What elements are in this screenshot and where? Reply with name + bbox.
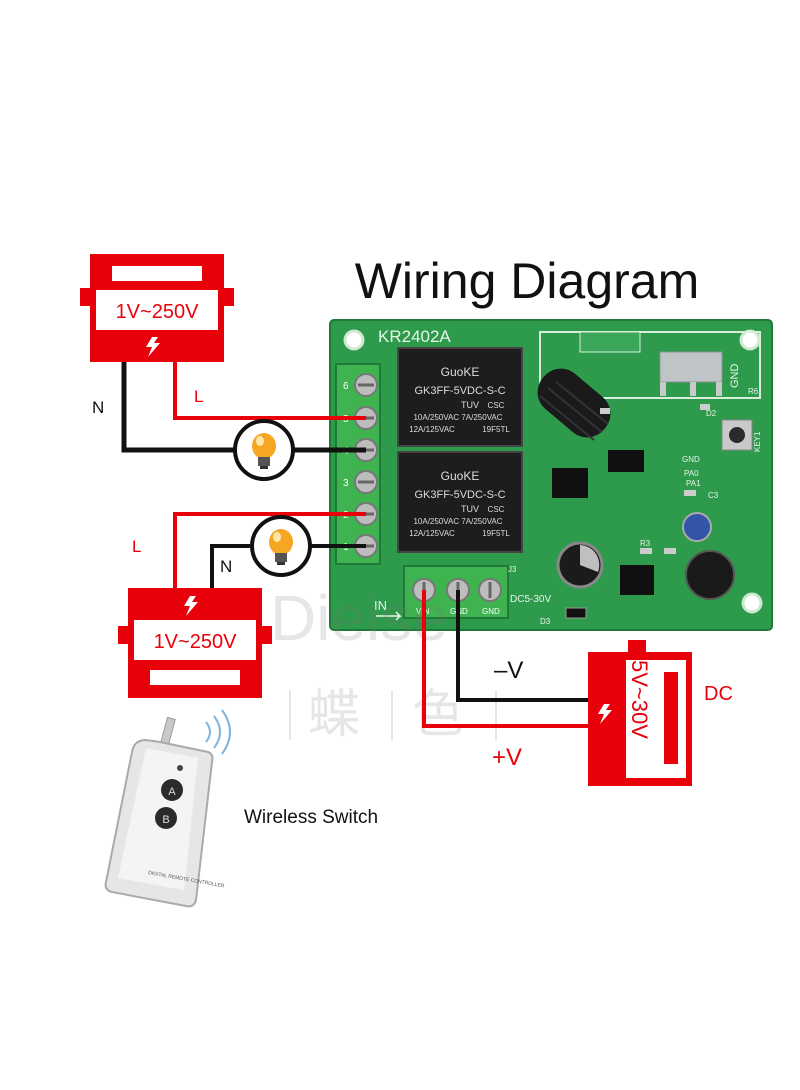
remote-control: A B DIGITAL REMOTE CONTROLLER [104, 709, 231, 908]
relay-mark: TUV [461, 504, 479, 514]
relay-mark2: CSC [488, 401, 505, 410]
wire-l-bottom [173, 512, 366, 590]
rf-module-outline [539, 331, 761, 399]
ac-voltage-top: 1V~250V [116, 301, 200, 323]
silk-label: PA1 [686, 479, 701, 488]
lightning-icon [146, 337, 160, 357]
bulb-bottom-icon [250, 515, 312, 577]
wire-label-l-bottom: L [132, 537, 141, 556]
relay-model: GK3FF-5VDC-S-C [414, 385, 505, 397]
mounting-hole [343, 329, 365, 351]
ic-chip [552, 468, 588, 498]
silk-label: R6 [748, 387, 759, 396]
wire-plus-v [422, 590, 592, 728]
relay-rating-2: 12A/125VAC [409, 425, 455, 434]
crystal-oscillator [659, 351, 723, 383]
watermark: Dieise 蝶 色 [270, 582, 497, 744]
capacitor-small [682, 512, 712, 542]
silk-label: R3 [640, 539, 651, 548]
silk-label: PA0 [684, 469, 699, 478]
ic-chip [620, 565, 654, 595]
relay-rating-2: 12A/125VAC [409, 529, 455, 538]
watermark-char: 蝶 [308, 686, 360, 744]
relay-2: GuoKE GK3FF-5VDC-S-C TUV CSC 10A/250VAC … [397, 451, 523, 553]
relay-model: GK3FF-5VDC-S-C [414, 489, 505, 501]
in-silk-label: IN [374, 598, 387, 613]
relay-mark2: CSC [488, 505, 505, 514]
relay-1: GuoKE GK3FF-5VDC-S-C TUV CSC 10A/250VAC … [397, 347, 523, 447]
ac-source-bottom: 1V~250V [118, 588, 272, 698]
power-silk-label: DC5-30V [510, 594, 551, 605]
terminal-screw-6 [354, 373, 378, 397]
relay-code: 19F5TL [482, 425, 510, 434]
ac-source-top: 1V~250V [80, 254, 234, 362]
watermark-text: Dieise [270, 582, 448, 654]
wire-l-top [173, 360, 366, 420]
mounting-hole [739, 329, 761, 351]
ac-voltage-bottom: 1V~250V [154, 631, 238, 653]
dc-label: DC [704, 683, 733, 705]
silk-label: GND [682, 455, 700, 464]
pin-label-gnd: GND [482, 607, 500, 616]
remote-button-a-label: A [168, 786, 176, 798]
lightning-icon [184, 596, 198, 616]
silk-label: C3 [708, 491, 719, 500]
dc-source: 5V~30V DC [588, 640, 733, 786]
watermark-char: 色 [412, 686, 464, 744]
wire-label-l-top: L [194, 387, 203, 406]
bulb-top-icon [233, 419, 295, 481]
terminal-screw-3 [354, 470, 378, 494]
terminal-number: 6 [343, 381, 349, 392]
relay-mark: TUV [461, 400, 479, 410]
wire-label-n-top: N [92, 398, 104, 417]
relay-board: KR2402A GND GuoKE GK3FF-5VDC-S-C TUV CSC… [329, 319, 773, 631]
remote-button-b [155, 807, 177, 829]
j3-silk-label: J3 [508, 565, 517, 574]
signal-wave-icon [205, 721, 211, 743]
relay-rating: 10A/250VAC 7A/250VAC [413, 517, 502, 526]
dc-voltage: 5V~30V [627, 660, 652, 739]
ic-chip [608, 450, 644, 472]
wire-n-bottom [210, 544, 256, 590]
diagram-title: Wiring Diagram [355, 253, 700, 309]
relay-brand: GuoKE [441, 365, 480, 379]
antenna-coil [537, 368, 611, 441]
relay-rating: 10A/250VAC 7A/250VAC [413, 413, 502, 422]
wire-label-n-bottom: N [220, 557, 232, 576]
board-model: KR2402A [378, 327, 451, 346]
gnd-silk-label: GND [729, 364, 741, 389]
wire-label-plus-v: +V [492, 744, 522, 771]
relay-code: 19F5TL [482, 529, 510, 538]
mounting-hole [741, 592, 763, 614]
wire-n-top [121, 360, 238, 453]
lightning-icon [598, 704, 612, 724]
output-terminal-block: 6 5 4 3 2 1 [335, 363, 381, 565]
remote-button-b-label: B [162, 814, 169, 826]
wire-label-minus-v: –V [494, 657, 523, 684]
inductor [685, 550, 735, 600]
remote-caption: Wireless Switch [244, 807, 378, 828]
silk-label: D3 [540, 617, 551, 626]
silk-label: D2 [706, 409, 717, 418]
key-silk-label: KEY1 [753, 431, 762, 452]
relay-brand: GuoKE [441, 469, 480, 483]
wire-minus-v [456, 590, 592, 702]
remote-button-a [161, 779, 183, 801]
terminal-number: 3 [343, 478, 349, 489]
